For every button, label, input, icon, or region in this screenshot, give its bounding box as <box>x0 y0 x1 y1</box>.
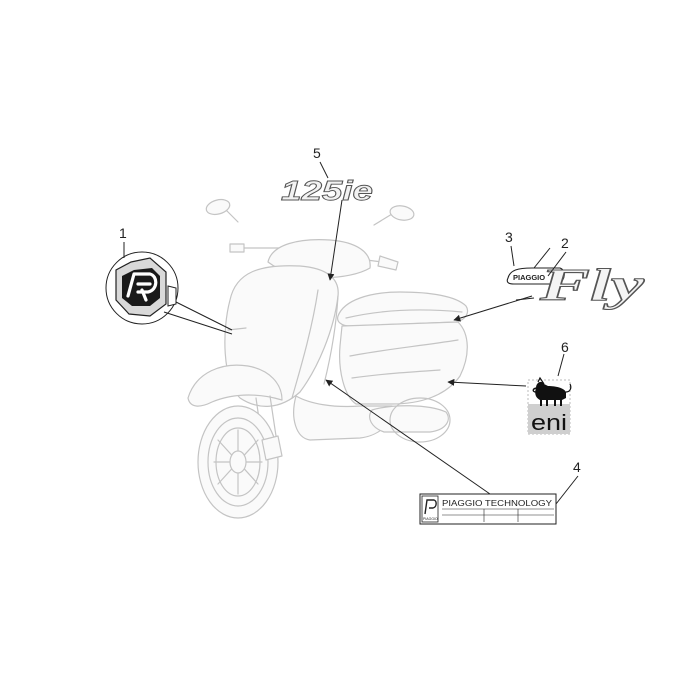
fly-decal-leader <box>453 295 533 322</box>
technology-small-text: PIAGGIO <box>423 517 438 521</box>
callout-number-5: 5 <box>313 145 321 161</box>
eni-sticker: eni <box>447 376 572 435</box>
fly-decal: Fly <box>453 258 645 322</box>
piaggio-badge: PIAGGIO <box>506 267 565 285</box>
piaggio-emblem-icon <box>115 257 177 317</box>
callout-numbers: 1 2 3 4 5 6 <box>119 145 581 475</box>
emblem-detail <box>105 251 233 335</box>
model-decal-leader <box>327 199 343 281</box>
technology-plate: PIAGGIO PIAGGIO TECHNOLOGY <box>325 379 579 525</box>
emblem-leader-line <box>163 299 233 335</box>
model-decal-text: 125ie <box>281 175 373 206</box>
eni-text: eni <box>531 410 567 435</box>
piaggio-badge-text: PIAGGIO <box>513 273 545 282</box>
callout-number-6: 6 <box>561 339 569 355</box>
callout-number-3: 3 <box>505 229 513 245</box>
model-decal: 125ie <box>281 175 373 281</box>
eni-dog-icon <box>532 376 572 406</box>
fly-decal-text: Fly <box>538 259 645 310</box>
callout-number-2: 2 <box>561 235 569 251</box>
eni-leader <box>447 378 527 387</box>
callout-number-1: 1 <box>119 225 127 241</box>
scooter-outline <box>187 198 469 519</box>
piaggio-p-logo-icon <box>424 499 437 515</box>
callout-number-4: 4 <box>573 459 581 475</box>
technology-text: PIAGGIO TECHNOLOGY <box>442 498 552 508</box>
technology-leader <box>325 379 491 495</box>
